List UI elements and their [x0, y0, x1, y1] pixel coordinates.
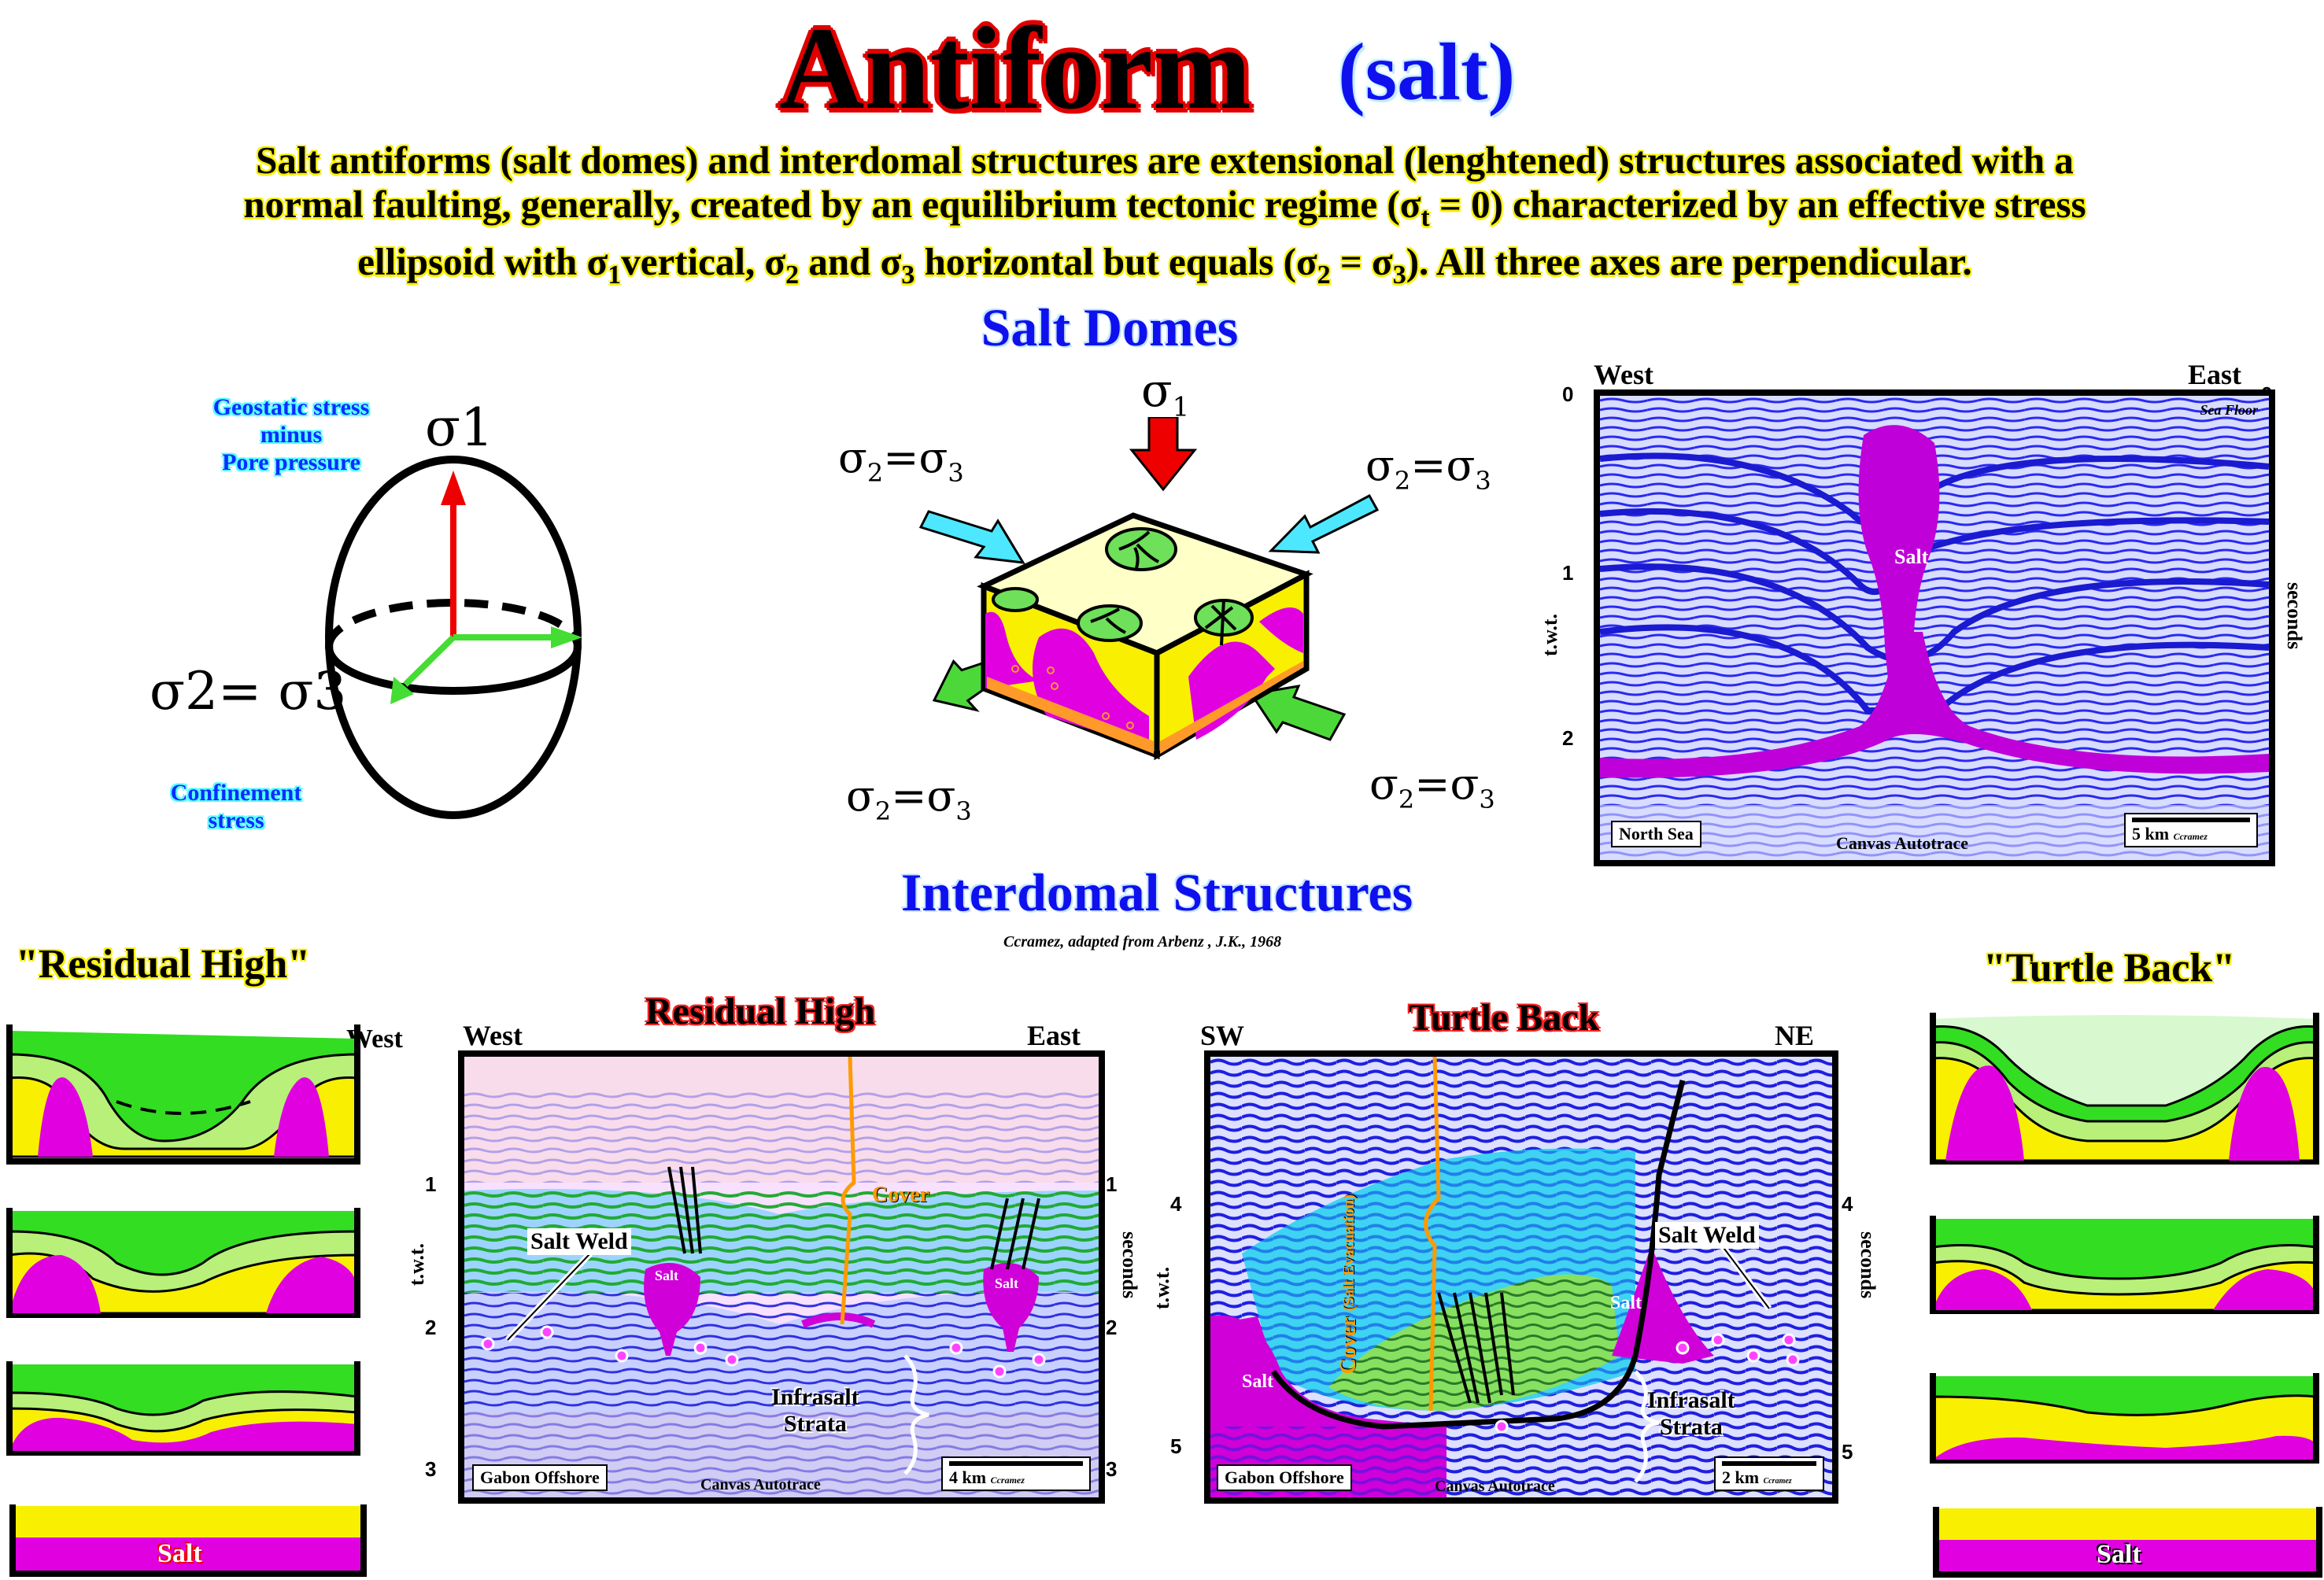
tb-tick-right-4: 4: [1842, 1192, 1853, 1216]
salt-domes-heading: Salt Domes: [981, 297, 1239, 357]
rh-tick-right-1: 1: [1106, 1172, 1118, 1196]
turtle-back-bowl: [1271, 1080, 1686, 1430]
north-sea-salt-label: Salt: [1894, 545, 1929, 568]
block-sigma23-top-right: σ2=σ3: [1365, 441, 1491, 496]
block-sigma23-top-left: σ2=σ3: [838, 433, 964, 488]
sea-floor-label: Sea Floor: [2200, 402, 2258, 418]
rh-tick-left-2: 2: [425, 1316, 437, 1339]
sigma1-arrow: [1129, 417, 1198, 492]
cyan-arrow-right: [1268, 493, 1380, 554]
green-arrow-left: [929, 714, 1031, 749]
rh-location-label: Gabon Offshore: [472, 1464, 608, 1491]
north-sea-scale-bar: 5 km Ccramez: [2124, 813, 2258, 847]
stress-ellipsoid: [325, 456, 582, 819]
north-sea-tick-left-0: 0: [1562, 382, 1574, 406]
rh-axis-right: seconds: [1118, 1231, 1141, 1299]
rh-cover-label: Cover: [872, 1183, 930, 1207]
tb-infrasalt-label: Infrasalt Strata: [1647, 1387, 1735, 1440]
north-sea-location-label: North Sea: [1611, 821, 1701, 847]
rh-salt-left: [644, 1263, 700, 1356]
tb-tick-right-5: 5: [1842, 1440, 1853, 1464]
residual-high-stage-1: [6, 1024, 360, 1165]
north-sea-axis-right: seconds: [2283, 582, 2306, 650]
tb-tick-left-4: 4: [1170, 1192, 1182, 1216]
rh-tick-right-2: 2: [1106, 1316, 1118, 1339]
stress-block-diagram: [918, 417, 1380, 761]
rh-salt-right: [983, 1263, 1039, 1352]
tb-trace-label: Canvas Autotrace: [1435, 1478, 1555, 1495]
north-sea-seismic-panel: Sea Floor Salt North Sea Canvas Autotrac…: [1594, 389, 2275, 866]
rh-salt-left-label: Salt: [655, 1268, 679, 1283]
rh-tick-left-3: 3: [425, 1457, 437, 1481]
turtle-back-stage-1: [1930, 1013, 2319, 1165]
block-sigma23-bottom-left: σ2=σ3: [846, 771, 972, 826]
tb-tick-left-5: 5: [1170, 1434, 1182, 1458]
rh-salt-right-label: Salt: [995, 1275, 1019, 1291]
tb-axis-right: seconds: [1857, 1231, 1879, 1299]
interdomal-heading: Interdomal Structures: [900, 862, 1413, 922]
block-sigma1-label: σ1: [1141, 364, 1190, 423]
north-sea-tick-left-2: 2: [1562, 726, 1574, 750]
turtle-back-salt-label: Salt: [2097, 1540, 2141, 1569]
turtle-back-panel-title: Turtle Back: [1409, 997, 1600, 1039]
page-subtitle: (salt): [1338, 27, 1516, 117]
residual-high-east: East: [1027, 1020, 1081, 1051]
residual-high-seismic-panel: Cover Salt Weld Salt Salt Infrasalt Stra…: [458, 1050, 1105, 1504]
tb-salt-right-label: Salt: [1610, 1293, 1642, 1313]
residual-high-salt-label: Salt: [157, 1539, 202, 1568]
ellipsoid-sigma23-label: σ2= σ3: [150, 661, 347, 722]
north-sea-axis-left: t.w.t.: [1539, 614, 1561, 657]
turtle-back-stage-2: [1930, 1216, 2319, 1314]
rh-tick-right-3: 3: [1106, 1457, 1118, 1481]
residual-high-west: West: [463, 1020, 523, 1051]
intro-line-3: ellipsoid with σ1vertical, σ2 and σ3 hor…: [357, 239, 1972, 290]
tb-axis-left: t.w.t.: [1151, 1267, 1173, 1310]
tb-cover-label: Cover (Salt Evacuation): [1336, 1194, 1361, 1375]
intro-line-2: normal faulting, generally, created by a…: [243, 183, 2086, 232]
cyan-arrow-left: [918, 510, 1025, 564]
turtle-back-sw: SW: [1200, 1020, 1245, 1051]
intro-line-1: Salt antiforms (salt domes) and interdom…: [256, 138, 2074, 182]
residual-high-stage-2: [6, 1208, 360, 1318]
north-sea-tick-left-1: 1: [1562, 561, 1574, 585]
rh-salt-weld-label: Salt Weld: [527, 1228, 631, 1255]
block-sigma23-bottom-right: σ2=σ3: [1369, 759, 1495, 814]
turtle-back-ne: NE: [1775, 1020, 1815, 1051]
north-sea-west-label: West: [1594, 359, 1653, 390]
turtle-back-stage-4: Salt: [1933, 1507, 2322, 1578]
north-sea-trace-label: Canvas Autotrace: [1836, 833, 1969, 853]
tb-scale-bar: 2 km Ccramez: [1714, 1456, 1824, 1491]
tb-location-label: Gabon Offshore: [1217, 1464, 1352, 1491]
residual-high-stage-4: Salt: [9, 1504, 367, 1577]
residual-high-stage-3: [6, 1361, 360, 1456]
rh-axis-left: t.w.t.: [405, 1243, 428, 1287]
turtle-back-side-title: "Turtle Back": [1983, 946, 2236, 991]
tb-salt-weld-label: Salt Weld: [1655, 1222, 1759, 1249]
geostatic-stress-note: Geostatic stress minus Pore pressure: [212, 394, 370, 475]
rh-infrasalt-label: Infrasalt Strata: [771, 1384, 859, 1437]
ellipsoid-sigma1-label: σ1: [425, 397, 494, 458]
north-sea-east-label: East: [2188, 359, 2242, 390]
rh-tick-left-1: 1: [425, 1172, 437, 1196]
north-sea-salt-diapir: [1858, 425, 1940, 726]
interdomal-credit: Ccramez, adapted from Arbenz , J.K., 196…: [1003, 933, 1282, 951]
tb-salt-left-label: Salt: [1242, 1371, 1274, 1392]
turtle-back-seismic-panel: Cover (Salt Evacuation) Salt Weld Salt S…: [1204, 1050, 1838, 1504]
intro-text: Salt antiforms (salt domes) and interdom…: [47, 138, 2282, 297]
residual-high-panel-title: Residual High: [645, 991, 876, 1032]
confinement-stress-note: Confinement stress: [170, 780, 302, 833]
page-title: Antiform: [779, 3, 1251, 134]
turtle-back-stage-3: [1930, 1373, 2319, 1464]
residual-high-side-title: "Residual High": [16, 942, 311, 987]
rh-scale-bar: 4 km Ccramez: [941, 1456, 1091, 1491]
rh-trace-label: Canvas Autotrace: [700, 1476, 821, 1493]
